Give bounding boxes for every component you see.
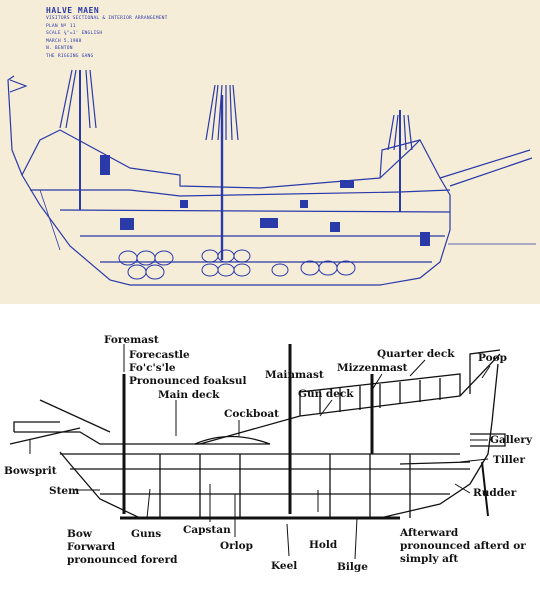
focsle-label: Fo'c's'le	[129, 362, 176, 374]
rudder-label: Rudder	[473, 487, 517, 499]
gallery-label: Gallery	[490, 434, 533, 446]
quarter-deck-label: Quarter deck	[377, 348, 455, 360]
foremast-label: Foremast	[104, 334, 159, 346]
title-line: PLAN Nº 11	[46, 23, 76, 29]
mainmast-label: Mainmast	[265, 369, 324, 381]
forward-pronounced-label: pronounced forerd	[67, 554, 178, 566]
drawing-title: HALVE MAEN	[46, 6, 100, 15]
drawing-title-block: HALVE MAEN VISITORS SECTIONAL & INTERIOR…	[46, 6, 168, 61]
foaksul-label: Pronounced foaksul	[129, 375, 247, 387]
title-line: VISITORS SECTIONAL & INTERIOR ARRANGEMEN…	[46, 16, 168, 21]
afterward-label: Afterward	[400, 527, 459, 539]
gun-deck-label: Gun deck	[298, 388, 354, 400]
cockboat-label: Cockboat	[224, 408, 280, 420]
stem-label: Stem	[49, 485, 80, 497]
title-line: SCALE ⅜"=1' ENGLISH	[46, 31, 103, 37]
ship-cross-section-drawing	[9, 344, 506, 560]
title-line: MARCH 5,1988	[46, 38, 82, 44]
afterward-pronounced-label: pronounced afterd or	[400, 540, 526, 552]
hold-label: Hold	[309, 539, 338, 551]
bowsprit-label: Bowsprit	[4, 465, 57, 477]
orlop-label: Orlop	[220, 540, 254, 552]
bilge-label: Bilge	[337, 561, 368, 573]
main-deck-label: Main deck	[158, 389, 220, 401]
blueprint-ship-drawing	[7, 69, 536, 286]
afterward-pronounced-label-2: simply aft	[400, 553, 459, 565]
tiller-label: Tiller	[493, 454, 525, 466]
poop-label: Poop	[478, 352, 507, 364]
title-line: N. BENTON	[46, 46, 73, 52]
capstan-label: Capstan	[183, 524, 231, 536]
blueprint-panel: HALVE MAEN VISITORS SECTIONAL & INTERIOR…	[0, 0, 540, 304]
keel-label: Keel	[271, 560, 298, 572]
labeled-diagram-panel: Foremast Forecastle Fo'c's'le Pronounced…	[0, 304, 540, 590]
mizzenmast-label: Mizzenmast	[337, 362, 408, 374]
title-line: THE RIGGING GANG	[46, 53, 94, 59]
guns-label: Guns	[131, 528, 162, 540]
forward-label: Forward	[67, 541, 116, 553]
forecastle-label: Forecastle	[129, 349, 190, 361]
bow-label: Bow	[67, 528, 92, 540]
